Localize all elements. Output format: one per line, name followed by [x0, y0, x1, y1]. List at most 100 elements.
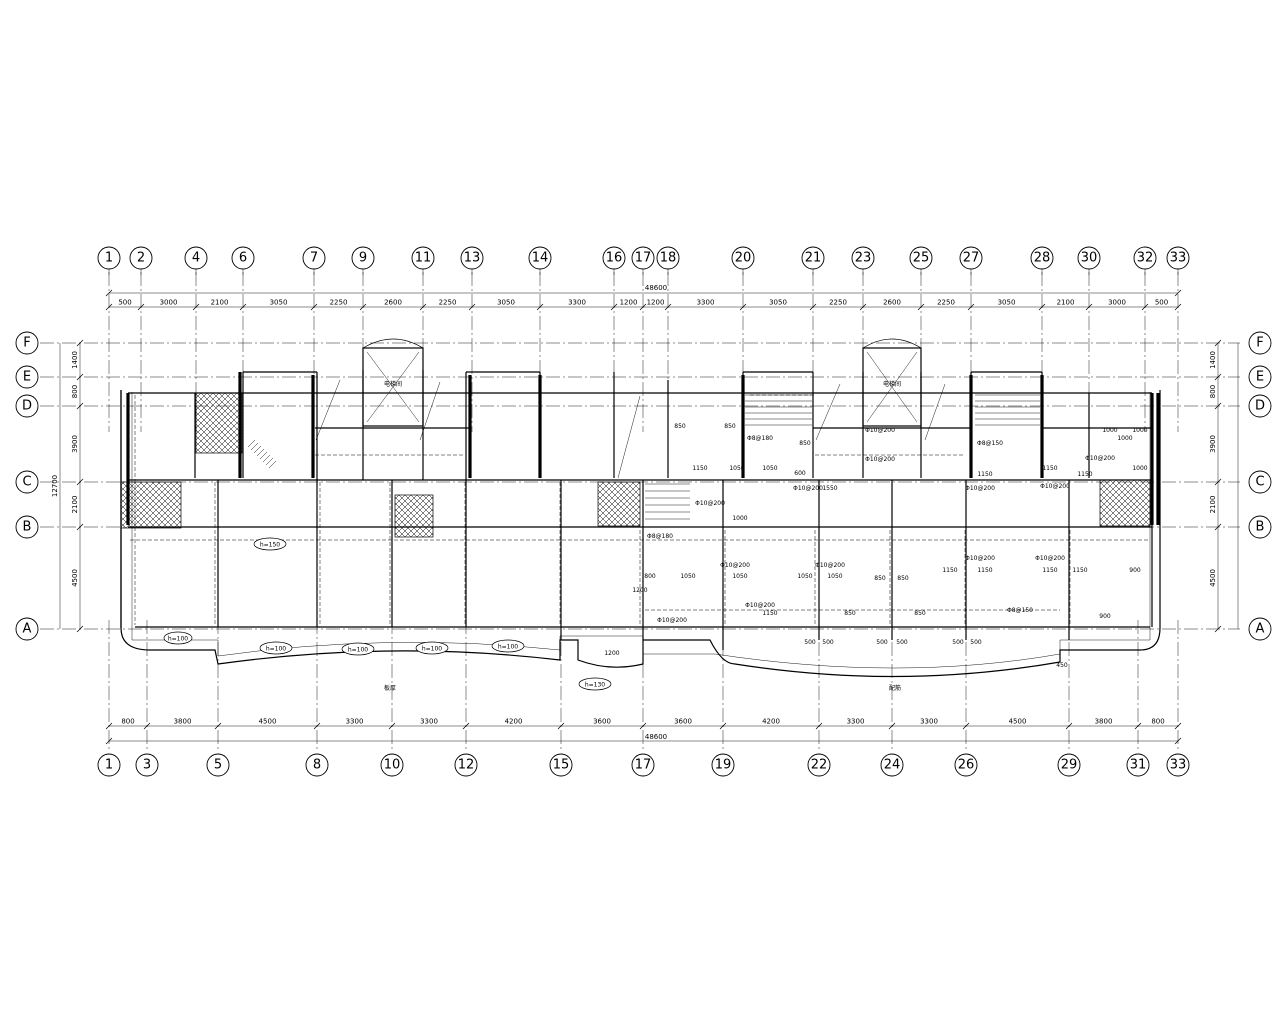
dim-tick: [143, 722, 151, 730]
dim-tick: [359, 303, 367, 311]
dim-label: 2100: [211, 299, 229, 307]
stair-tread: [265, 457, 274, 466]
rebar-note: Φ10@200: [965, 485, 995, 492]
slab-thickness-h100: h=100: [168, 636, 188, 643]
hatched-zone: [1099, 479, 1151, 527]
axis-label-bottom-circle: [1126, 753, 1150, 777]
axis-label-bottom-circle: [1166, 753, 1190, 777]
stair-tread: [253, 445, 262, 454]
axis-label-top: 7: [310, 251, 318, 266]
dim-tick: [888, 722, 896, 730]
dim-label: 1200: [620, 299, 638, 307]
dim-label: 2250: [829, 299, 847, 307]
dim-tick: [639, 722, 647, 730]
dim-label: 2250: [439, 299, 457, 307]
dim-tick: [1174, 737, 1182, 745]
rebar-note: Φ10@200: [965, 555, 995, 562]
dim-label: 1400: [71, 351, 79, 369]
dim-tick: [1174, 303, 1182, 311]
dim-tick: [76, 339, 84, 347]
dim-tick: [1174, 289, 1182, 297]
axis-label-right-circle: [1248, 365, 1272, 389]
length-tag: 1200: [604, 650, 619, 657]
rebar-note: Φ10@200: [745, 602, 775, 609]
dim-label: 3800: [174, 718, 192, 726]
elevator-label-east: 电梯间: [883, 380, 901, 388]
dim-tick: [536, 303, 544, 311]
length-tag: 450: [1056, 662, 1068, 669]
axis-label-bottom-circle: [549, 753, 573, 777]
slab-thickness-h100-shape: [163, 631, 193, 645]
slab-thickness-h100-shape: [491, 639, 525, 653]
axis-label-bottom-circle: [954, 753, 978, 777]
dim-tick: [105, 737, 113, 745]
dim-tick: [1214, 478, 1222, 486]
elevator-canopy: [862, 338, 922, 349]
top-total-label: 48600: [645, 284, 667, 292]
dim-tick: [310, 303, 318, 311]
axis-label-top: 1: [105, 251, 113, 266]
door-swing: [617, 395, 641, 479]
dim-tick: [388, 722, 396, 730]
axis-label-top: 6: [239, 251, 247, 266]
dim-tick: [809, 303, 817, 311]
dim-label: 500: [118, 299, 131, 307]
rebar-note: Φ10@200: [657, 617, 687, 624]
dim-label: 2100: [1057, 299, 1075, 307]
axis-label-top: 32: [1137, 251, 1154, 266]
length-tag: 1150: [942, 567, 957, 574]
rebar-note: Φ10@200: [865, 456, 895, 463]
dim-tick: [664, 303, 672, 311]
length-tag: 850: [674, 423, 686, 430]
dim-tick: [105, 289, 113, 297]
axis-label-left: A: [23, 622, 32, 637]
dim-tick: [468, 303, 476, 311]
length-tag: 850: [874, 575, 886, 582]
dim-tick: [76, 478, 84, 486]
room-label-east: 配筋: [889, 684, 901, 692]
dim-tick: [859, 303, 867, 311]
length-tag: 1200: [632, 587, 647, 594]
dim-label: 4500: [1209, 569, 1217, 587]
axis-label-bottom-circle: [135, 753, 159, 777]
door-swing: [815, 383, 841, 441]
dim-label: 800: [1151, 718, 1164, 726]
dim-tick: [1038, 303, 1046, 311]
dim-label: 3300: [420, 718, 438, 726]
dim-tick: [610, 303, 618, 311]
axis-label-left-circle: [15, 331, 39, 355]
axis-label-top: 4: [192, 251, 200, 266]
dim-label: 3900: [1209, 435, 1217, 453]
slab-thickness-h100: h=100: [266, 646, 286, 653]
room-label-west: 板厚: [384, 684, 396, 692]
axis-label-right-circle: [1248, 470, 1272, 494]
length-tag: 1000: [1102, 427, 1117, 434]
dim-label: 1200: [647, 299, 665, 307]
axis-label-right-circle: [1248, 331, 1272, 355]
axis-label-top: 27: [963, 251, 980, 266]
axis-label-bottom-circle: [380, 753, 404, 777]
axis-label-top: 16: [606, 251, 623, 266]
axis-label-top: 17: [635, 251, 652, 266]
length-tag: 850: [724, 423, 736, 430]
dim-label: 3050: [769, 299, 787, 307]
axis-label-top: 13: [464, 251, 481, 266]
dim-tick: [137, 303, 145, 311]
dim-label: 2100: [1209, 496, 1217, 514]
axis-label-top: 2: [137, 251, 145, 266]
dim-label: 500: [1155, 299, 1168, 307]
axis-label-left: F: [23, 336, 30, 351]
hatched-zone: [195, 392, 243, 454]
slab-thickness-h100-shape: [259, 641, 293, 655]
axis-label-left: E: [23, 370, 31, 385]
axis-label-left-circle: [15, 394, 39, 418]
elevator-shaft: [862, 347, 922, 427]
stair-tread: [268, 460, 277, 469]
axis-label-bottom: 31: [1130, 758, 1147, 773]
stair-tread: [262, 454, 271, 463]
hatched-zone: [120, 481, 182, 529]
length-tag: 600: [794, 470, 806, 477]
axis-label-right: A: [1256, 622, 1265, 637]
